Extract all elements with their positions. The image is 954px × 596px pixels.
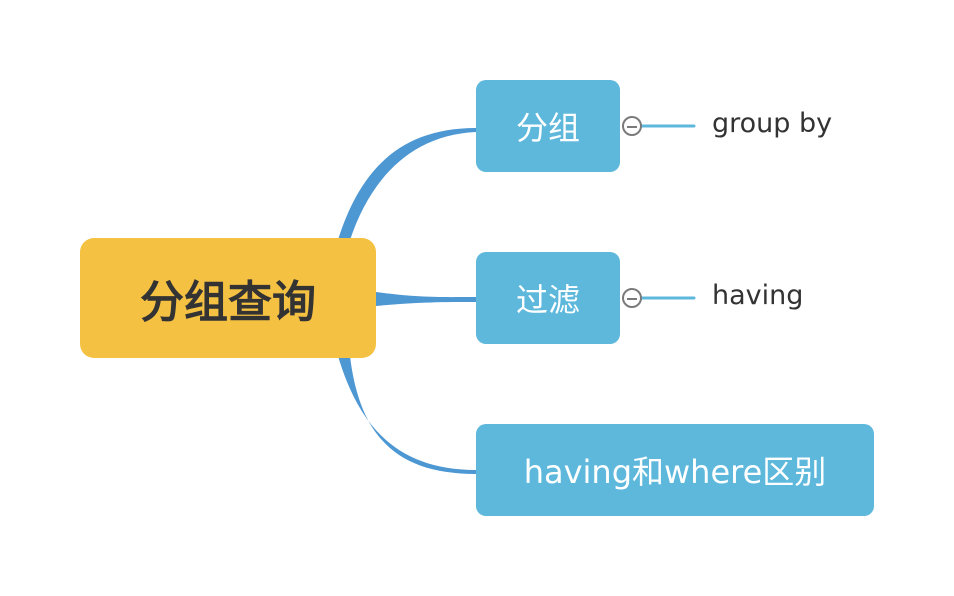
branch-label: having和where区别 <box>523 453 827 491</box>
branch-label: 过滤 <box>515 281 580 319</box>
branch-label: 分组 <box>515 109 580 147</box>
collapse-icon[interactable] <box>622 288 642 308</box>
root-label: 分组查询 <box>140 277 316 328</box>
branch-node-filter[interactable]: 过滤 <box>476 252 620 344</box>
link-root-to-difference <box>338 356 476 474</box>
leaf-node-having[interactable]: having <box>712 280 804 311</box>
leaf-node-group-by[interactable]: group by <box>712 108 833 139</box>
root-node[interactable]: 分组查询 <box>80 238 376 358</box>
branch-node-group[interactable]: 分组 <box>476 80 620 172</box>
collapse-icon[interactable] <box>622 116 642 136</box>
branch-node-difference[interactable]: having和where区别 <box>476 424 874 516</box>
link-root-to-group <box>338 128 476 240</box>
link-root-to-filter <box>376 292 476 306</box>
